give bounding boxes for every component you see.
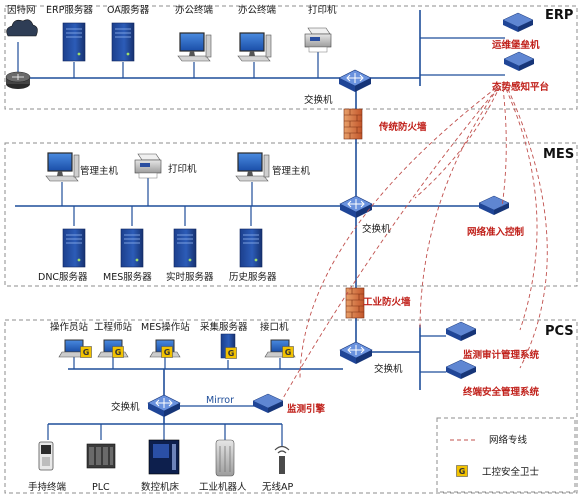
management-host-label: 管理主机 <box>80 165 119 177</box>
interface-machine-label: 接口机 <box>260 321 289 333</box>
internet-cloud-icon <box>6 19 38 37</box>
network-access-control-label: 网络准入控制 <box>467 226 525 238</box>
management-link-lines <box>281 85 548 401</box>
guard-badge-icon <box>112 346 124 358</box>
endpoint-security-system-label: 终端安全管理系统 <box>462 386 540 398</box>
erp-zone <box>4 5 578 110</box>
collection-server-label: 采集服务器 <box>200 321 248 333</box>
traditional-firewall-icon <box>343 108 363 140</box>
internet-label: 因特网 <box>7 4 36 16</box>
erp-switch-icon <box>338 69 372 93</box>
mes-switch-icon <box>339 195 373 219</box>
erp-server-label: ERP服务器 <box>46 4 93 16</box>
endpoint-security-system-icon <box>445 359 477 380</box>
situation-awareness-label: 态势感知平台 <box>492 81 550 93</box>
situation-awareness-icon <box>503 51 535 72</box>
industrial-robot-label: 工业机器人 <box>199 481 247 493</box>
industrial-firewall-label: 工业防火墙 <box>363 296 411 308</box>
bastion-host-icon <box>502 12 534 33</box>
management-host-icon <box>235 152 270 182</box>
pcs-switch-icon <box>339 341 373 365</box>
office-terminal-icon <box>177 32 212 62</box>
legend-line-label: 网络专线 <box>489 434 528 446</box>
realtime-server-label: 实时服务器 <box>166 271 214 283</box>
handheld-terminal-icon <box>38 441 54 471</box>
monitoring-engine-icon <box>252 393 284 414</box>
office-terminal-label: 办公终端 <box>175 4 214 16</box>
pcs-field-switch-label: 交换机 <box>111 401 140 413</box>
office-terminal-label: 办公终端 <box>238 4 277 16</box>
handheld-terminal-label: 手持终端 <box>28 481 67 493</box>
legend-guard-glyph: G <box>459 467 466 476</box>
wireless-ap-label: 无线AP <box>262 481 293 493</box>
legend-guard-label: 工控安全卫士 <box>482 466 540 478</box>
plc-icon <box>86 443 116 469</box>
pcs-zone-label: PCS <box>545 324 574 339</box>
printer-label: 打印机 <box>168 163 197 175</box>
audit-management-system-icon <box>445 321 477 342</box>
industrial-firewall-icon <box>345 287 365 319</box>
legend-guard-icon: G <box>456 465 468 477</box>
operator-station-label: 操作员站 <box>50 321 89 333</box>
realtime-server-icon <box>173 228 197 268</box>
pcs-zone <box>4 319 578 494</box>
mes-server-icon <box>120 228 144 268</box>
management-host-icon <box>45 152 80 182</box>
engineer-station-label: 工程师站 <box>94 321 133 333</box>
industrial-robot-icon <box>215 439 235 477</box>
cnc-machine-icon <box>148 439 180 475</box>
guard-badge-icon <box>161 346 173 358</box>
guard-badge-icon <box>225 347 237 359</box>
mes-operator-station-label: MES操作站 <box>141 321 190 333</box>
guard-badge-icon <box>282 346 294 358</box>
mes-switch-label: 交换机 <box>362 223 391 235</box>
audit-management-system-label: 监测审计管理系统 <box>463 349 540 361</box>
mirror-label: Mirror <box>206 395 234 406</box>
printer-icon <box>134 153 162 179</box>
dnc-server-icon <box>62 228 86 268</box>
oa-server-label: OA服务器 <box>107 4 150 16</box>
mes-zone-label: MES <box>543 147 574 162</box>
printer-label: 打印机 <box>308 4 337 16</box>
wireless-ap-icon <box>274 445 290 474</box>
plc-label: PLC <box>92 482 110 493</box>
history-server-icon <box>239 228 263 268</box>
pcs-switch-label: 交换机 <box>374 363 403 375</box>
history-server-label: 历史服务器 <box>229 271 277 283</box>
pcs-field-switch-icon <box>147 394 181 418</box>
mes-server-label: MES服务器 <box>103 271 152 283</box>
monitoring-engine-label: 监测引擎 <box>287 403 326 415</box>
guard-badge-icon <box>80 346 92 358</box>
office-terminal-icon <box>237 32 272 62</box>
oa-server-icon <box>111 22 135 62</box>
printer-icon <box>304 27 332 53</box>
dnc-server-label: DNC服务器 <box>38 271 88 283</box>
cnc-machine-label: 数控机床 <box>141 481 180 493</box>
legend-box <box>436 417 576 493</box>
traditional-firewall-label: 传统防火墙 <box>378 121 427 133</box>
erp-zone-label: ERP <box>545 8 573 23</box>
erp-server-icon <box>62 22 86 62</box>
mes-zone <box>4 142 578 287</box>
bastion-host-label: 运维堡垒机 <box>492 39 540 51</box>
erp-switch-label: 交换机 <box>304 94 333 106</box>
router-icon <box>5 71 31 89</box>
management-host-label: 管理主机 <box>272 165 311 177</box>
network-access-control-icon <box>478 195 510 216</box>
